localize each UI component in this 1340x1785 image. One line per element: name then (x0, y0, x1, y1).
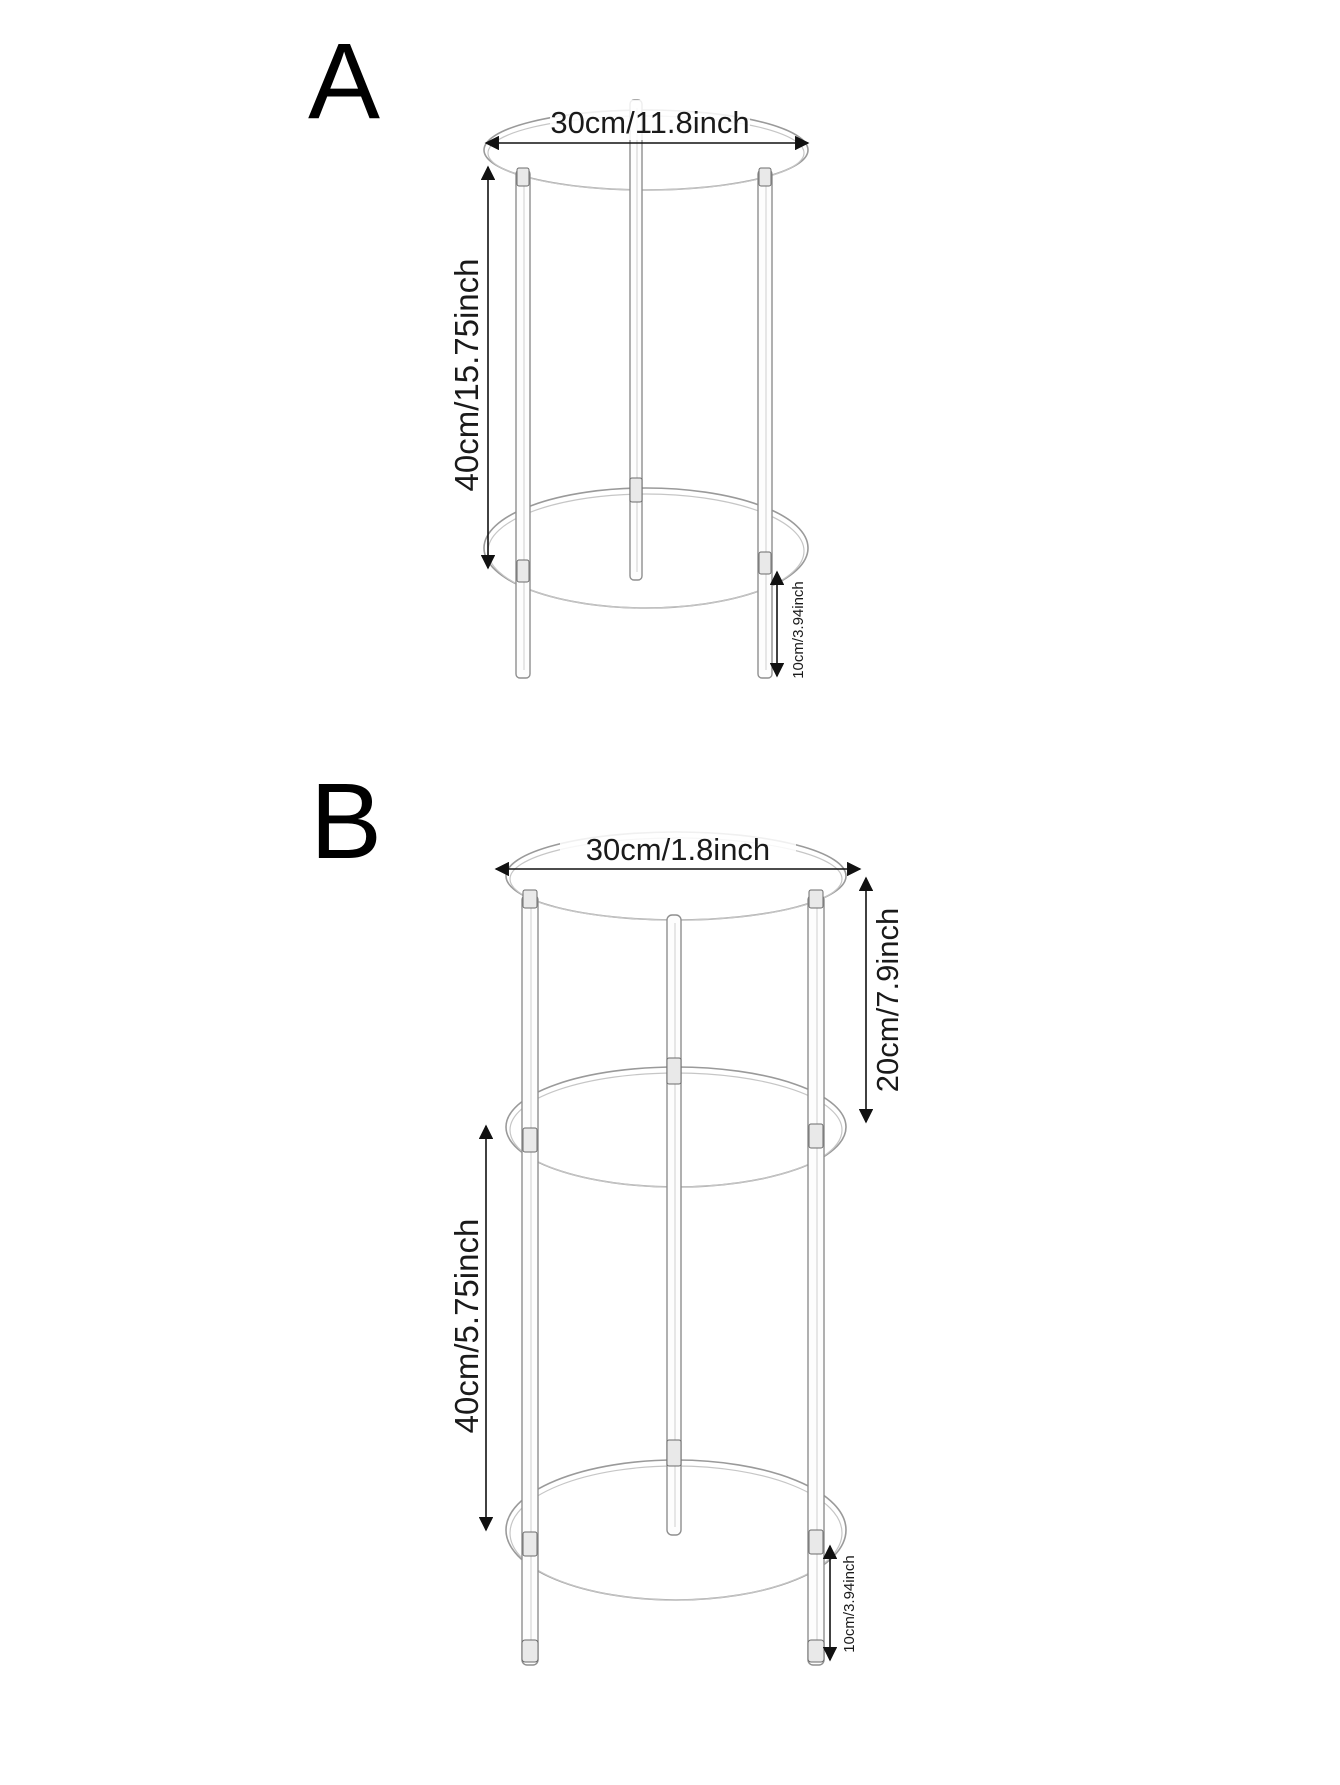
product-a-diameter-label: 30cm/11.8inch (550, 105, 749, 140)
product-b-foot (521, 1639, 539, 1663)
product-b-connector (808, 1529, 824, 1555)
product-a-connector (758, 167, 772, 187)
product-b-connector (808, 1123, 824, 1149)
product-a-connector (629, 477, 643, 503)
product-b-connector (522, 889, 538, 909)
product-b-lower-height-label: 40cm/5.75inch (448, 1219, 485, 1434)
product-a-back-rod (629, 99, 643, 581)
product-a-front-left-rod (515, 169, 531, 679)
product-b-rods (521, 894, 825, 1666)
product-b-connector (666, 1439, 682, 1467)
product-a-label: A (308, 20, 380, 141)
product-a-front-right-rod (757, 169, 773, 679)
product-b-leg-label: 10cm/3.94inch (841, 1555, 858, 1653)
product-b-diameter-label: 30cm/1.8inch (586, 832, 770, 867)
product-a-rods (515, 99, 773, 679)
product-b-foot (807, 1639, 825, 1663)
product-b-connector (666, 1057, 682, 1085)
product-b-connector (808, 889, 824, 909)
product-b-connector (522, 1531, 538, 1557)
product-b-connector (522, 1127, 538, 1153)
product-b-upper-height-label: 20cm/7.9inch (870, 908, 905, 1092)
product-a-connector (516, 559, 530, 583)
product-b-diagram: B 30cm/1.8inch (310, 760, 905, 1666)
product-b-label: B (310, 760, 382, 881)
product-a-leg-label: 10cm/3.94inch (790, 581, 807, 679)
product-a-connector (516, 167, 530, 187)
product-a-diagram: A 30cm/11.8inch 40cm/15.75inch (308, 20, 810, 679)
product-a-connector (758, 551, 772, 575)
product-a-height-label: 40cm/15.75inch (448, 259, 485, 492)
